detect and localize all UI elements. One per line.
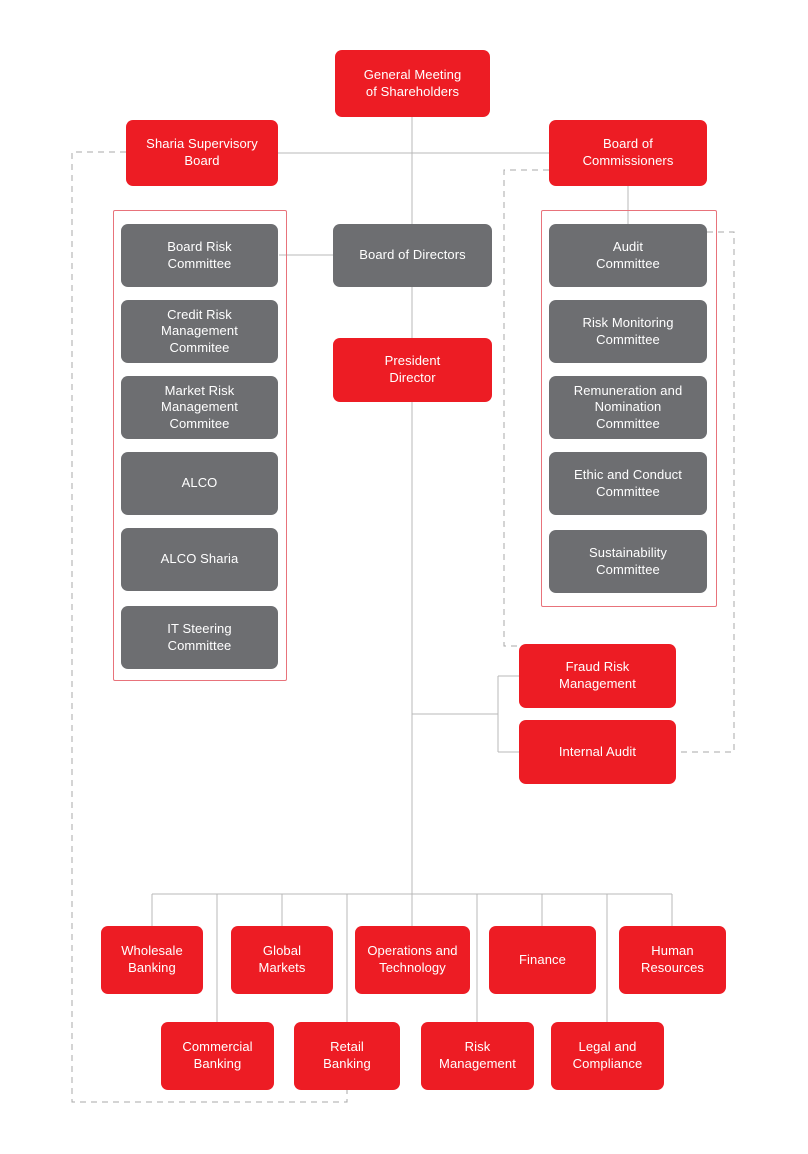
node-president-director[interactable]: President Director: [333, 338, 492, 402]
node-general-meeting-of-shareholders[interactable]: General Meeting of Shareholders: [335, 50, 490, 117]
node-label: Ethic and Conduct Committee: [574, 466, 682, 499]
node-audit-committee[interactable]: Audit Committee: [549, 224, 707, 287]
node-label: ALCO Sharia: [160, 551, 239, 567]
node-label: Sustainability Committee: [589, 544, 667, 577]
node-label: ALCO: [181, 475, 218, 491]
node-label: Market Risk Management Commitee: [161, 382, 238, 431]
node-risk-monitoring-committee[interactable]: Risk Monitoring Committee: [549, 300, 707, 363]
node-label: Risk Monitoring Committee: [582, 314, 674, 347]
node-ethic-and-conduct-committee[interactable]: Ethic and Conduct Committee: [549, 452, 707, 515]
node-it-steering-committee[interactable]: IT Steering Committee: [121, 606, 278, 669]
node-sustainability-committee[interactable]: Sustainability Committee: [549, 530, 707, 593]
node-label: Board of Commissioners: [582, 136, 674, 168]
group-box-commissioners-committees: [541, 210, 717, 607]
group-box-directors-committees: [113, 210, 287, 681]
node-remuneration-and-nomination-committee[interactable]: Remuneration and Nomination Committee: [549, 376, 707, 439]
node-global-markets[interactable]: Global Markets: [231, 926, 333, 994]
node-market-risk-management-commitee[interactable]: Market Risk Management Commitee: [121, 376, 278, 439]
node-board-of-directors[interactable]: Board of Directors: [333, 224, 492, 287]
node-label: Board Risk Committee: [167, 238, 232, 271]
node-board-of-commissioners[interactable]: Board of Commissioners: [549, 120, 707, 186]
node-risk-management[interactable]: Risk Management: [421, 1022, 534, 1090]
node-label: Retail Banking: [323, 1039, 371, 1071]
node-label: President Director: [384, 353, 441, 385]
dashed-path-sharia: [71, 151, 348, 1103]
node-retail-banking[interactable]: Retail Banking: [294, 1022, 400, 1090]
node-commercial-banking[interactable]: Commercial Banking: [161, 1022, 274, 1090]
node-legal-and-compliance[interactable]: Legal and Compliance: [551, 1022, 664, 1090]
node-human-resources[interactable]: Human Resources: [619, 926, 726, 994]
node-label: Sharia Supervisory Board: [146, 136, 258, 168]
node-label: Remuneration and Nomination Committee: [573, 382, 683, 431]
node-label: Board of Directors: [359, 247, 466, 263]
node-alco-sharia[interactable]: ALCO Sharia: [121, 528, 278, 591]
node-credit-risk-management-commitee[interactable]: Credit Risk Management Commitee: [121, 300, 278, 363]
node-finance[interactable]: Finance: [489, 926, 596, 994]
dashed-path-commissioners: [503, 169, 549, 647]
node-label: IT Steering Committee: [167, 620, 232, 653]
node-label: Internal Audit: [558, 743, 637, 759]
node-board-risk-committee[interactable]: Board Risk Committee: [121, 224, 278, 287]
node-label: Finance: [519, 951, 566, 967]
node-label: General Meeting of Shareholders: [363, 66, 462, 99]
node-label: Legal and Compliance: [572, 1039, 643, 1071]
node-internal-audit[interactable]: Internal Audit: [519, 720, 676, 784]
node-label: Audit Committee: [596, 238, 660, 271]
node-label: Human Resources: [640, 943, 705, 975]
node-label: Operations and Technology: [367, 943, 458, 975]
node-label: Risk Management: [439, 1039, 516, 1071]
node-fraud-risk-management[interactable]: Fraud Risk Management: [519, 644, 676, 708]
node-label: Wholesale Banking: [121, 943, 183, 975]
node-alco[interactable]: ALCO: [121, 452, 278, 515]
node-label: Commercial Banking: [182, 1039, 253, 1071]
node-operations-and-technology[interactable]: Operations and Technology: [355, 926, 470, 994]
node-wholesale-banking[interactable]: Wholesale Banking: [101, 926, 203, 994]
node-label: Global Markets: [258, 943, 306, 975]
node-label: Credit Risk Management Commitee: [161, 306, 238, 355]
node-label: Fraud Risk Management: [559, 659, 636, 691]
dashed-path-audit: [676, 231, 735, 753]
node-sharia-supervisory-board[interactable]: Sharia Supervisory Board: [126, 120, 278, 186]
